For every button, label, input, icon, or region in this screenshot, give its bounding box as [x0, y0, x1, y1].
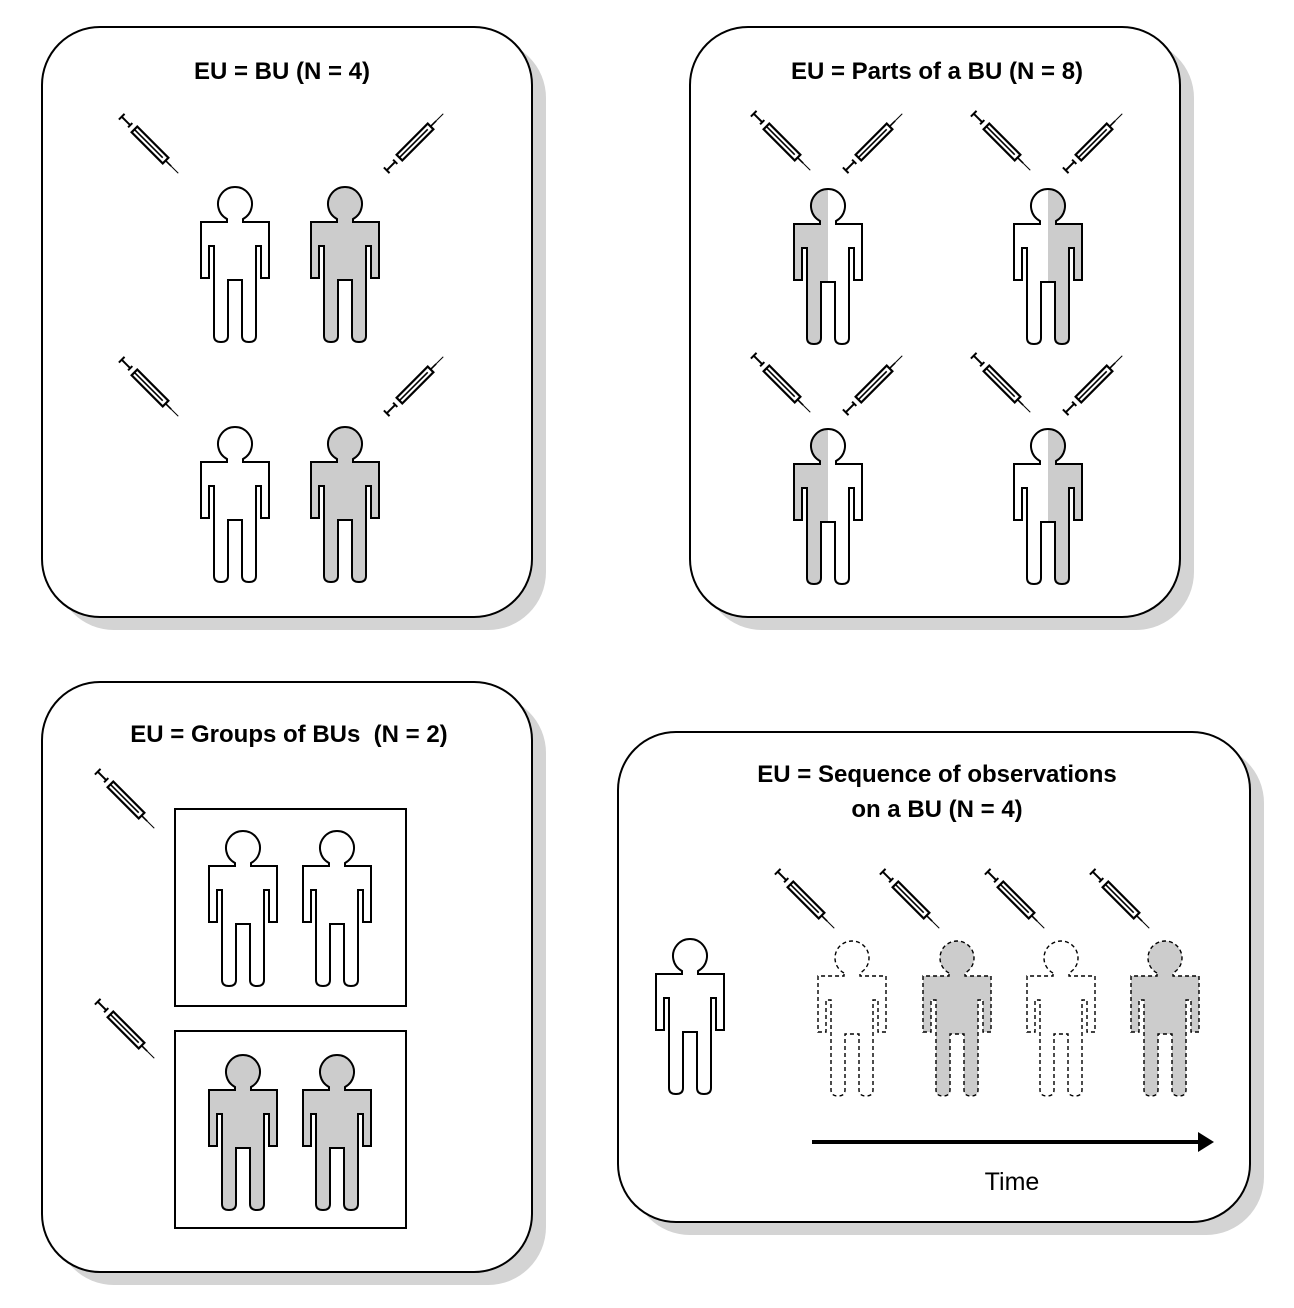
panel-eu-bu: EU = BU (N = 4)	[41, 26, 546, 630]
panel-title: EU = Parts of a BU (N = 8)	[791, 58, 1083, 85]
panel-box	[689, 26, 1181, 618]
panel-eu-parts: EU = Parts of a BU (N = 8)	[689, 26, 1194, 630]
panel-title: EU = Groups of BUs (N = 2)	[130, 721, 447, 748]
arrow-icon	[812, 1132, 1214, 1152]
panel-title: on a BU (N = 4)	[851, 796, 1022, 823]
panel-box	[41, 26, 533, 618]
panel-eu-groups: EU = Groups of BUs (N = 2)	[41, 681, 546, 1285]
panel-title: EU = Sequence of observations	[757, 761, 1116, 788]
panel-eu-sequence: EU = Sequence of observations on a BU (N…	[617, 731, 1264, 1235]
panel-title: EU = BU (N = 4)	[194, 58, 370, 85]
time-label: Time	[985, 1168, 1040, 1196]
